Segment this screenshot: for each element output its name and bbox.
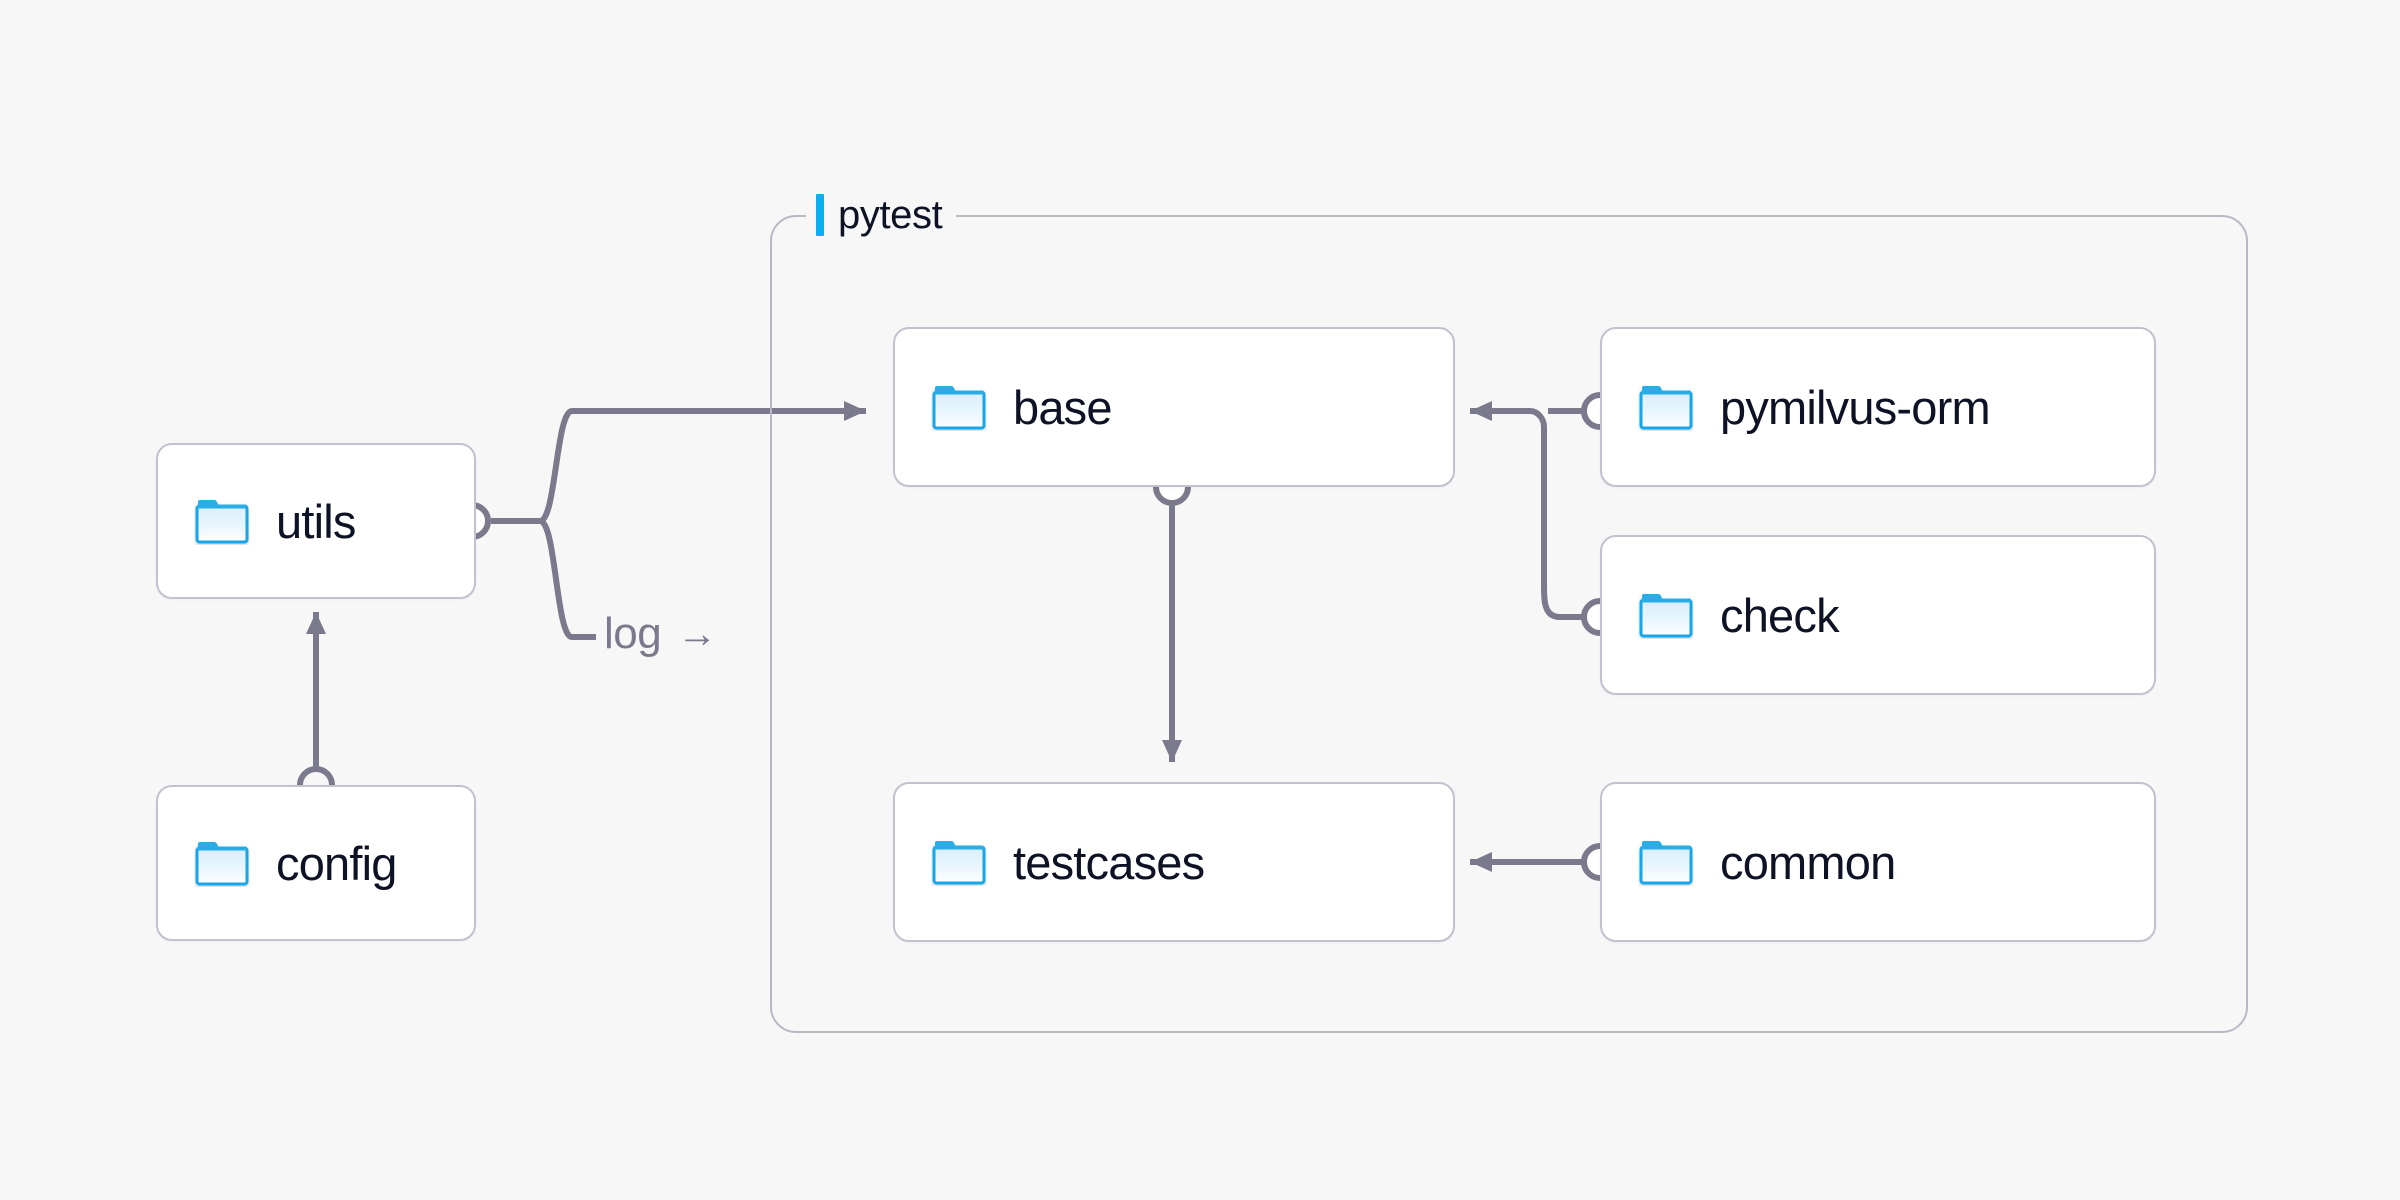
group-pytest-label: pytest: [806, 190, 957, 240]
node-testcases[interactable]: testcases: [893, 782, 1455, 942]
node-pymilvus-orm[interactable]: pymilvus-orm: [1600, 327, 2156, 487]
edge-label-log-text: log: [604, 609, 662, 658]
group-title-text: pytest: [838, 193, 943, 237]
arrow-right-icon: →: [677, 612, 717, 656]
node-label: common: [1720, 835, 1896, 889]
folder-icon: [195, 842, 249, 886]
edge-label-log: log →: [596, 612, 725, 656]
edge-config-to-utils: [297, 612, 335, 804]
node-label: config: [276, 836, 397, 890]
folder-icon: [1639, 594, 1693, 638]
node-common[interactable]: common: [1600, 782, 2156, 942]
group-pytest[interactable]: [770, 215, 2248, 1033]
node-label: pymilvus-orm: [1720, 380, 1991, 434]
group-accent-bar: [816, 194, 824, 236]
folder-icon: [932, 386, 986, 430]
node-base[interactable]: base: [893, 327, 1455, 487]
folder-icon: [1639, 386, 1693, 430]
node-utils[interactable]: utils: [156, 443, 476, 599]
folder-icon: [195, 500, 249, 544]
node-label: testcases: [1013, 835, 1205, 889]
folder-icon: [932, 841, 986, 885]
node-config[interactable]: config: [156, 785, 476, 941]
node-label: base: [1013, 380, 1113, 434]
folder-icon: [1639, 841, 1693, 885]
node-label: utils: [276, 494, 356, 548]
node-label: check: [1720, 588, 1840, 642]
node-check[interactable]: check: [1600, 535, 2156, 695]
